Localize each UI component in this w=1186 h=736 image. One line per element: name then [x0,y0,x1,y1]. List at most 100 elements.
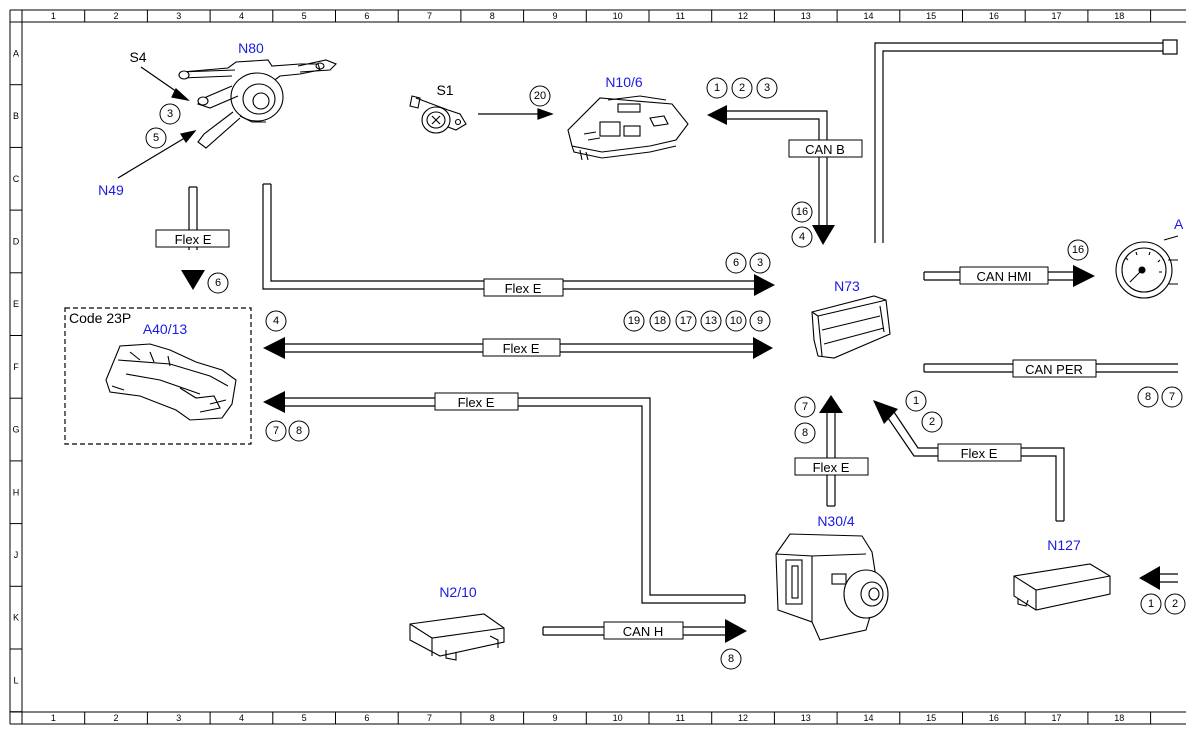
grid-col-label-bottom: 10 [613,713,623,723]
circle-number-c8-per: 8 [1137,386,1159,408]
n127-label: N127 [1047,537,1081,553]
circle-number-c7-flexe4: 7 [265,420,287,442]
code-23p-dashed-box [64,307,252,445]
grid-col-label-bottom: 5 [302,713,307,723]
circle-number-c2-right: 2 [1164,593,1186,615]
grid-col-label-top: 10 [613,11,623,21]
grid-col-label-top: 4 [239,11,244,21]
grid-col-label-top: 6 [364,11,369,21]
grid-col-label-top: 2 [114,11,119,21]
grid-col-label-top: 17 [1052,11,1062,21]
grid-col-label-bottom: 13 [801,713,811,723]
grid-col-label-bottom: 14 [863,713,873,723]
circle-number-c4-canb: 4 [791,226,813,248]
svg-text:2: 2 [929,416,935,428]
circle-number-c3-canb: 3 [756,77,778,99]
svg-text:7: 7 [1169,391,1175,403]
grid-col-label-bottom: 15 [926,713,936,723]
grid-row-label: C [13,174,20,184]
grid-col-label-top: 18 [1114,11,1124,21]
n30-4-label: N30/4 [817,513,855,529]
svg-text:3: 3 [757,257,763,269]
grid-col-label-top: 1 [51,11,56,21]
circle-number-c3-flexe2: 3 [749,252,771,274]
grid-row-label: D [13,236,20,246]
circle-number-c8-canh: 8 [720,648,742,670]
circle-number-c5-n49: 5 [145,127,167,149]
svg-text:3: 3 [167,108,173,120]
svg-text:13: 13 [705,315,717,327]
grid-row-label: G [12,425,19,435]
can-hmi-label: CAN HMI [977,269,1032,284]
svg-text:8: 8 [802,427,808,439]
flex-e-label-2: Flex E [505,281,542,296]
n127-module-drawing [1013,563,1111,611]
circle-number-c8-flexe4: 8 [288,420,310,442]
grid-row-label: B [13,111,19,121]
grid-col-label-top: 5 [302,11,307,21]
svg-text:8: 8 [296,425,302,437]
svg-text:9: 9 [757,315,763,327]
grid-col-label-top: 16 [989,11,999,21]
grid-row-label: H [13,487,20,497]
grid-col-label-bottom: 6 [364,713,369,723]
svg-text:7: 7 [273,425,279,437]
s1-ignition-switch-drawing [409,95,467,134]
can-h-label: CAN H [623,624,663,639]
circle-number-c7-per: 7 [1161,386,1183,408]
circle-number-c19: 19 [623,310,645,332]
circle-number-c2-n127: 2 [921,411,943,433]
grid-col-label-bottom: 9 [552,713,557,723]
circle-number-c1-n127: 1 [905,390,927,412]
grid-col-label-top: 3 [176,11,181,21]
grid-row-label: L [13,675,18,685]
svg-text:17: 17 [680,315,692,327]
grid-row-label: A [13,48,19,58]
grid-col-label-bottom: 7 [427,713,432,723]
circle-number-c7-n30: 7 [794,396,816,418]
svg-text:1: 1 [1148,598,1154,610]
thin-arrows [117,66,554,179]
code-23p-label: Code 23P [69,310,131,326]
circle-number-c18: 18 [649,310,671,332]
svg-text:2: 2 [739,82,745,94]
circle-number-c16-hmi: 16 [1067,239,1089,261]
grid-col-label-bottom: 1 [51,713,56,723]
svg-text:4: 4 [273,315,279,327]
svg-text:18: 18 [654,315,666,327]
svg-text:3: 3 [764,82,770,94]
svg-text:6: 6 [215,277,221,289]
n10-6-label: N10/6 [605,74,643,90]
diagram-frame [9,9,1186,725]
grid-col-label-top: 13 [801,11,811,21]
circle-number-c3-s4: 3 [159,103,181,125]
svg-text:7: 7 [802,401,808,413]
svg-text:19: 19 [628,315,640,327]
flex-e-label-3: Flex E [503,341,540,356]
svg-text:1: 1 [913,395,919,407]
svg-text:16: 16 [796,206,808,218]
svg-text:16: 16 [1072,244,1084,256]
n2-10-label: N2/10 [439,584,477,600]
grid-col-label-top: 15 [926,11,936,21]
n73-module-drawing [811,295,891,359]
can-per-label: CAN PER [1025,362,1083,377]
svg-text:10: 10 [730,315,742,327]
circle-number-c1-right: 1 [1140,593,1162,615]
circle-number-c4-flexe3: 4 [265,310,287,332]
circle-number-c10: 10 [725,310,747,332]
circle-number-c1-canb: 1 [706,77,728,99]
grid-col-label-top: 11 [676,11,685,21]
a-partial-label: A [1174,216,1184,232]
grid-col-label-bottom: 11 [676,713,685,723]
grid-col-label-top: 7 [427,11,432,21]
grid-row-label: J [14,550,19,560]
circle-number-c6-flexe2: 6 [725,252,747,274]
svg-text:5: 5 [153,132,159,144]
n10-6-module-drawing [567,95,689,161]
circle-number-c20-s1: 20 [529,85,551,107]
flex-e-label-1: Flex E [175,232,212,247]
